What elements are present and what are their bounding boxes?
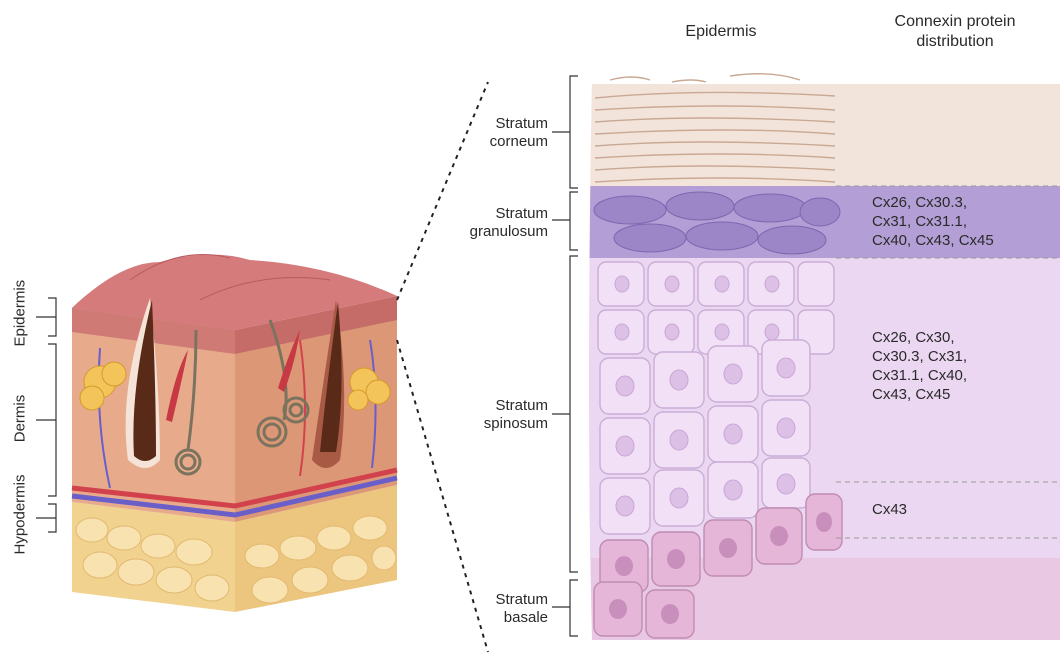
skin-cross-section bbox=[72, 254, 397, 612]
connexins-spinosum: Cx26, Cx30, Cx30.3, Cx31, Cx31.1, Cx40, … bbox=[872, 328, 1057, 404]
stratum-corneum-line1: Stratum bbox=[456, 115, 548, 133]
connexins-spinosum-line: Cx26, Cx30, bbox=[872, 328, 1057, 347]
connexin-header-line2: distribution bbox=[860, 32, 1050, 52]
stratum-spinosum-line2: spinosum bbox=[456, 415, 548, 433]
connexins-granulosum-line: Cx26, Cx30.3, bbox=[872, 193, 1057, 212]
stratum-granulosum-line2: granulosum bbox=[456, 223, 548, 241]
stratum-brackets bbox=[552, 76, 578, 636]
connexins-granulosum: Cx26, Cx30.3, Cx31, Cx31.1, Cx40, Cx43, … bbox=[872, 193, 1057, 250]
epidermis-header: Epidermis bbox=[656, 22, 786, 42]
skin-layer-dermis: Dermis bbox=[12, 393, 29, 445]
connexins-granulosum-line: Cx40, Cx43, Cx45 bbox=[872, 231, 1057, 250]
connexin-header-line1: Connexin protein bbox=[860, 12, 1050, 32]
connexins-granulosum-line: Cx31, Cx31.1, bbox=[872, 212, 1057, 231]
stratum-corneum-line2: corneum bbox=[456, 133, 548, 151]
connexin-header: Connexin protein distribution bbox=[860, 12, 1050, 52]
connexins-spinosum-line: Cx30.3, Cx31, bbox=[872, 347, 1057, 366]
stratum-spinosum-line1: Stratum bbox=[456, 397, 548, 415]
skin-layer-epidermis: Epidermis bbox=[12, 287, 29, 347]
stratum-granulosum-line1: Stratum bbox=[456, 205, 548, 223]
stratum-granulosum-label: Stratum granulosum bbox=[456, 205, 548, 241]
stratum-corneum-label: Stratum corneum bbox=[456, 115, 548, 151]
stratum-spinosum-label: Stratum spinosum bbox=[456, 397, 548, 433]
skin-layer-hypodermis: Hypodermis bbox=[12, 473, 29, 557]
stratum-basale-label: Stratum basale bbox=[456, 591, 548, 627]
connexins-spinosum-line: Cx31.1, Cx40, bbox=[872, 366, 1057, 385]
zoom-lines bbox=[397, 82, 488, 652]
stratum-basale-line2: basale bbox=[456, 609, 548, 627]
connexins-basal-region: Cx43 bbox=[872, 500, 992, 519]
skin-layer-brackets bbox=[36, 298, 56, 532]
connexins-spinosum-line: Cx43, Cx45 bbox=[872, 385, 1057, 404]
stratum-basale-line1: Stratum bbox=[456, 591, 548, 609]
